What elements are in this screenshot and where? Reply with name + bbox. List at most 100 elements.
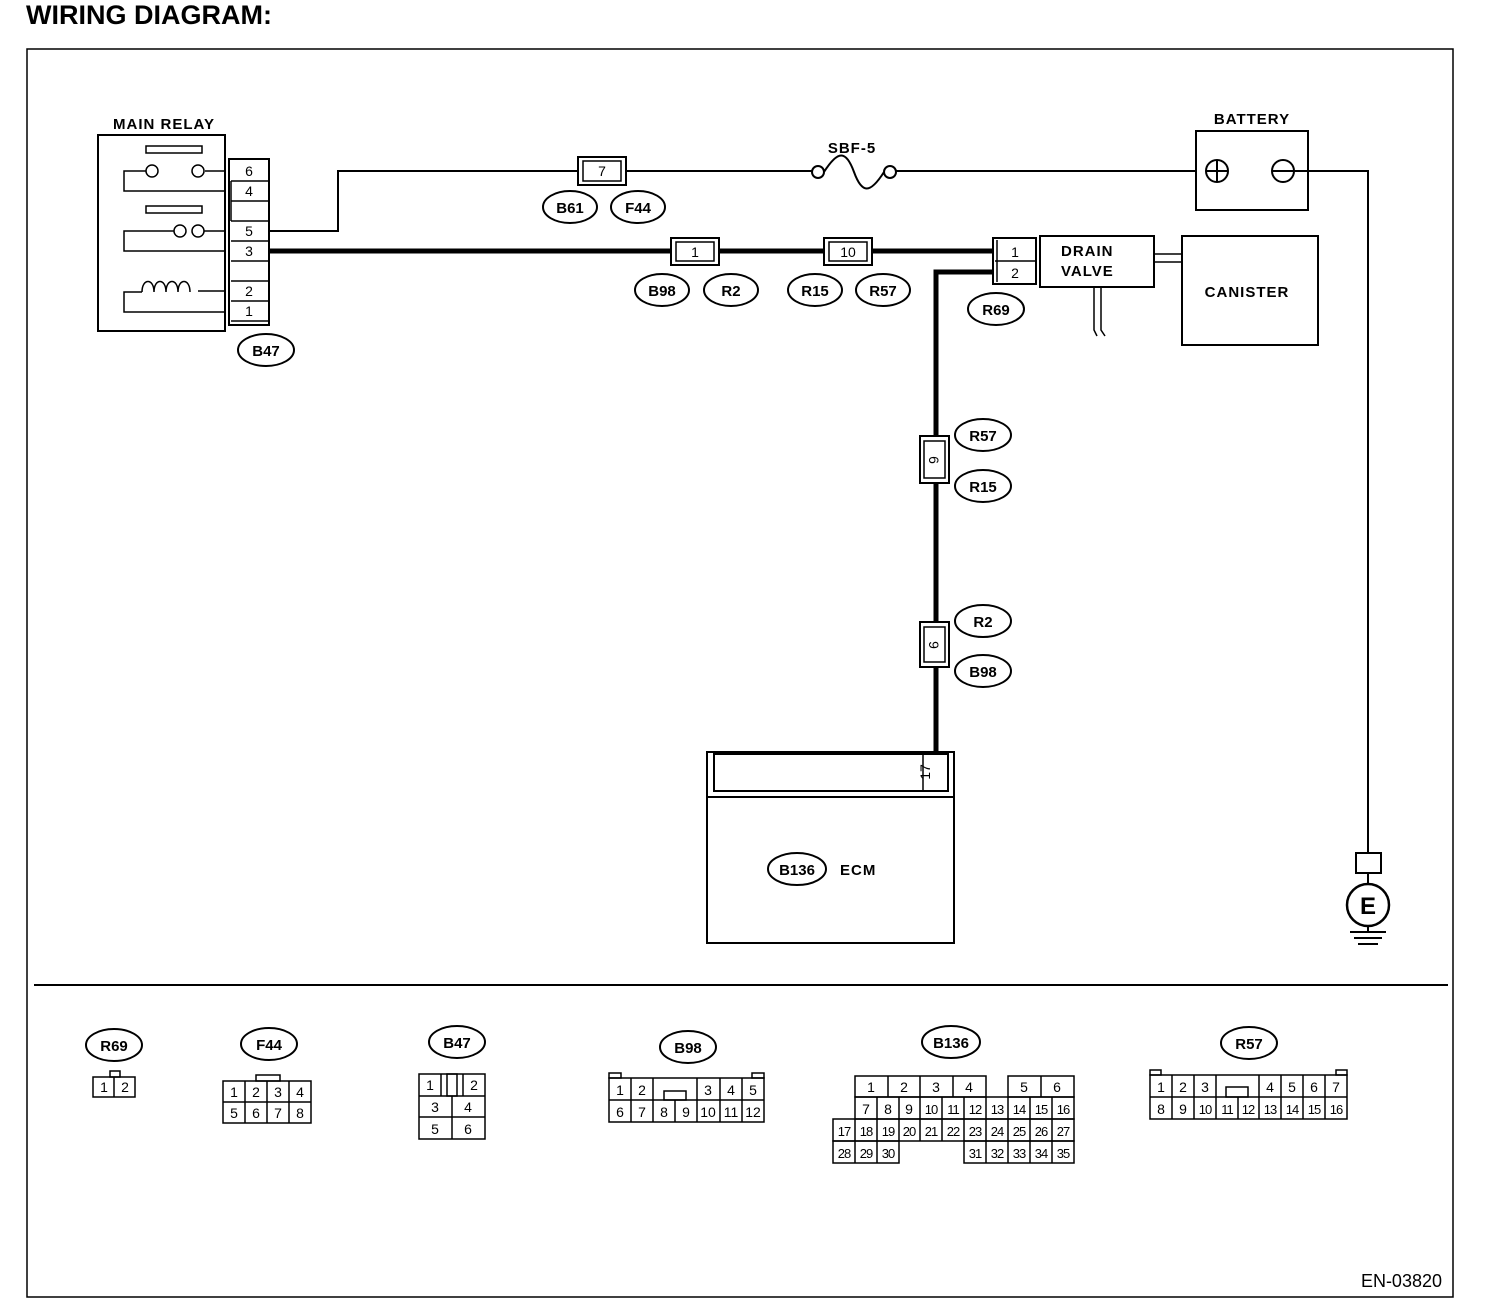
svg-text:R57: R57 — [969, 428, 997, 445]
relay-pin: 1 — [245, 303, 253, 319]
svg-text:25: 25 — [1013, 1124, 1026, 1139]
svg-text:B136: B136 — [779, 862, 815, 879]
svg-text:R69: R69 — [982, 302, 1010, 319]
svg-text:24: 24 — [991, 1124, 1004, 1139]
svg-text:2: 2 — [900, 1079, 908, 1095]
connector-tag-b136: B136 — [767, 852, 827, 886]
ground-label: E — [1360, 893, 1376, 920]
svg-text:2: 2 — [638, 1082, 646, 1098]
svg-text:4: 4 — [464, 1099, 472, 1115]
inline-connector-r57-r15-vertical: 6 — [919, 435, 950, 484]
svg-text:11: 11 — [724, 1104, 739, 1120]
svg-text:6: 6 — [616, 1104, 624, 1120]
svg-text:5: 5 — [749, 1082, 757, 1098]
svg-text:10: 10 — [925, 1102, 938, 1117]
svg-text:12: 12 — [745, 1104, 761, 1120]
connector-face-label: R57 — [1235, 1036, 1263, 1053]
connector-tag-b98: B98 — [634, 273, 690, 307]
svg-text:29: 29 — [860, 1146, 873, 1161]
svg-text:16: 16 — [1330, 1102, 1343, 1117]
svg-text:17: 17 — [838, 1124, 851, 1139]
svg-text:8: 8 — [884, 1101, 892, 1117]
svg-text:1: 1 — [100, 1079, 108, 1095]
svg-text:R2: R2 — [721, 283, 740, 300]
svg-text:10: 10 — [700, 1104, 716, 1120]
relay-pin: 2 — [245, 283, 253, 299]
connector-tag-r57: R57 — [855, 273, 911, 307]
svg-text:6: 6 — [464, 1121, 472, 1137]
svg-text:22: 22 — [947, 1124, 960, 1139]
svg-text:15: 15 — [1035, 1102, 1048, 1117]
svg-text:12: 12 — [969, 1102, 982, 1117]
svg-text:28: 28 — [838, 1146, 851, 1161]
connector-face-label: B98 — [674, 1040, 702, 1057]
svg-text:3: 3 — [932, 1079, 940, 1095]
canister: CANISTER — [1181, 235, 1319, 346]
svg-text:2: 2 — [470, 1077, 478, 1093]
svg-text:1: 1 — [1157, 1079, 1165, 1095]
canister-label: CANISTER — [1205, 284, 1290, 301]
ground-symbol: E — [1345, 852, 1391, 945]
svg-text:30: 30 — [882, 1146, 895, 1161]
connector-tag-r15: R15 — [787, 273, 843, 307]
battery-label: BATTERY — [1214, 111, 1290, 128]
relay-pin: 4 — [245, 183, 253, 199]
svg-text:F44: F44 — [625, 200, 652, 217]
svg-text:21: 21 — [925, 1124, 938, 1139]
svg-text:4: 4 — [1266, 1079, 1274, 1095]
inline-connector-r15-r57: 10 — [823, 237, 873, 266]
svg-text:13: 13 — [1264, 1102, 1277, 1117]
svg-text:23: 23 — [969, 1124, 982, 1139]
svg-text:B98: B98 — [969, 664, 997, 681]
svg-text:1: 1 — [230, 1084, 238, 1100]
connector-face-label: R69 — [100, 1038, 128, 1055]
svg-text:9: 9 — [905, 1101, 913, 1117]
connector-face-f44: F44 1 2 3 4 5 6 7 8 — [222, 1027, 312, 1124]
wire-drain-valve-to-ecm — [933, 269, 993, 438]
svg-text:27: 27 — [1057, 1124, 1070, 1139]
svg-text:6: 6 — [252, 1105, 260, 1121]
svg-text:6: 6 — [1310, 1079, 1318, 1095]
svg-text:2: 2 — [252, 1084, 260, 1100]
svg-text:35: 35 — [1057, 1146, 1070, 1161]
drain-valve-pin: 1 — [1011, 244, 1019, 260]
inline-connector-b61-f44: 7 — [577, 156, 627, 186]
connector-face-b47: B47 1 2 3 4 5 6 — [418, 1025, 486, 1140]
svg-text:9: 9 — [682, 1104, 690, 1120]
svg-text:5: 5 — [1020, 1079, 1028, 1095]
fuse-sbf-5: SBF-5 — [811, 140, 897, 190]
svg-text:B98: B98 — [648, 283, 676, 300]
svg-text:3: 3 — [431, 1099, 439, 1115]
svg-text:32: 32 — [991, 1146, 1004, 1161]
svg-text:R57: R57 — [869, 283, 897, 300]
svg-text:B47: B47 — [252, 343, 280, 360]
connector-face-r57: R57 1 2 3 4 5 6 7 8 9 10 11 12 13 14 15 … — [1149, 1026, 1348, 1120]
connector-tag-b47: B47 — [237, 333, 295, 367]
svg-text:18: 18 — [860, 1124, 873, 1139]
ecm-label: ECM — [840, 862, 876, 879]
connector-tag-b61: B61 — [542, 190, 598, 224]
ecm-pin: 17 — [917, 764, 933, 780]
drain-valve-label-line1: DRAIN — [1061, 243, 1114, 260]
svg-text:R2: R2 — [973, 614, 992, 631]
svg-text:5: 5 — [1288, 1079, 1296, 1095]
svg-text:4: 4 — [727, 1082, 735, 1098]
svg-text:6: 6 — [1053, 1079, 1061, 1095]
svg-text:7: 7 — [862, 1101, 870, 1117]
svg-text:3: 3 — [704, 1082, 712, 1098]
svg-text:14: 14 — [1286, 1102, 1299, 1117]
drain-valve-label-line2: VALVE — [1061, 263, 1114, 280]
svg-text:8: 8 — [1157, 1101, 1165, 1117]
svg-text:16: 16 — [1057, 1102, 1070, 1117]
connector-tag-r15-vertical: R15 — [954, 469, 1012, 503]
figure-id: EN-03820 — [1361, 1271, 1442, 1291]
connector-tag-r2-vertical: R2 — [954, 604, 1012, 638]
svg-text:12: 12 — [1242, 1102, 1255, 1117]
svg-text:10: 10 — [1199, 1102, 1212, 1117]
connector-face-label: F44 — [256, 1037, 283, 1054]
relay-pin: 3 — [245, 243, 253, 259]
svg-text:11: 11 — [947, 1102, 959, 1117]
svg-text:33: 33 — [1013, 1146, 1026, 1161]
inline-connector-r2-b98-vertical: 9 — [919, 621, 950, 668]
